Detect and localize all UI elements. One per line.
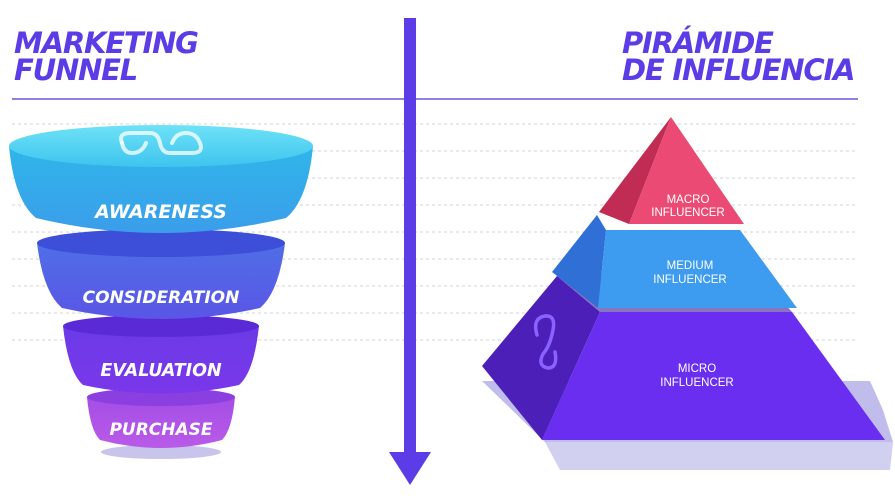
level-label-micro-2: INFLUENCER <box>660 377 733 389</box>
level-label-macro-1: MACRO <box>667 194 710 206</box>
pyramid-level-macro: MACRO INFLUENCER <box>599 117 744 224</box>
stage-label-purchase: PURCHASE <box>109 420 212 440</box>
level-label-macro-2: INFLUENCER <box>651 207 724 219</box>
stage-label-awareness: AWARENESS <box>93 201 227 223</box>
marketing-funnel-title: MARKETING FUNNEL <box>14 26 199 87</box>
funnel-stage-evaluation: EVALUATION <box>63 315 259 394</box>
level-label-medium-1: MEDIUM <box>667 260 714 272</box>
influence-pyramid: MICRO INFLUENCER MEDIUM INFLUENCER MACRO… <box>482 117 893 470</box>
piramide-title: PIRÁMIDE DE INFLUENCIA <box>622 26 855 87</box>
pyramid-level-medium: MEDIUM INFLUENCER <box>552 215 797 308</box>
level-label-micro-1: MICRO <box>678 363 716 375</box>
stage-label-consideration: CONSIDERATION <box>83 288 240 308</box>
title-line-1: PIRÁMIDE <box>622 26 774 60</box>
title-line-2: FUNNEL <box>14 53 138 87</box>
stage-label-evaluation: EVALUATION <box>100 361 222 381</box>
marketing-funnel: PURCHASE EVALUATION CONSIDERATION AWAREN… <box>9 125 313 459</box>
funnel-stage-consideration: CONSIDERATION <box>37 229 285 319</box>
pyramid-logo-icon <box>533 314 558 370</box>
title-line-1: MARKETING <box>14 26 199 60</box>
logo-icon <box>119 130 203 156</box>
title-line-2: DE INFLUENCIA <box>622 53 855 87</box>
arrow-down-icon <box>389 18 431 485</box>
funnel-stage-purchase: PURCHASE <box>87 388 235 459</box>
level-label-medium-2: INFLUENCER <box>653 274 726 286</box>
